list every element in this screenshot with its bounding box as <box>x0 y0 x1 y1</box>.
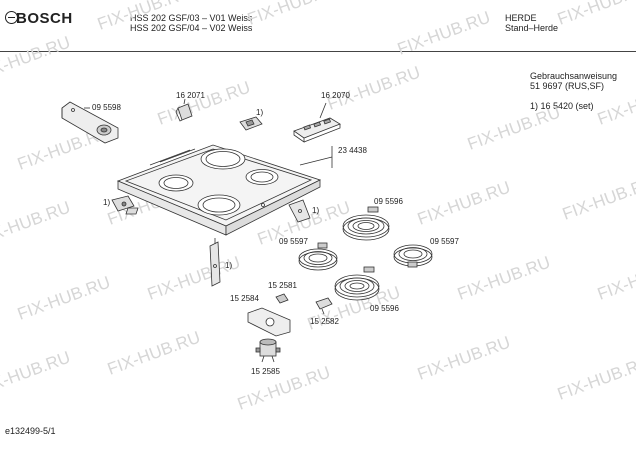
part-095597-hotplate-left <box>298 242 338 271</box>
model-line-2: HSS 202 GSF/04 – V02 Weiss <box>130 23 253 33</box>
part-clip-top <box>239 116 263 131</box>
part-095596-hotplate-top <box>342 206 390 241</box>
cooktop-frame <box>116 144 322 236</box>
part-095596-hotplate-bottom <box>334 266 380 301</box>
label-152582: 15 2582 <box>310 317 339 326</box>
brand-name: BOSCH <box>16 10 73 27</box>
label-152581: 15 2581 <box>268 281 297 290</box>
label-note-clip-left: 1) <box>103 198 111 207</box>
label-095596-bottom: 09 5596 <box>370 304 399 313</box>
part-162071-clip <box>175 98 193 122</box>
part-095598-bracket <box>61 101 119 144</box>
part-bracket-right <box>288 199 311 223</box>
manual-label: Gebrauchsanweisung <box>530 71 618 81</box>
model-line-1: HSS 202 GSF/03 – V01 Weiss <box>130 13 253 23</box>
part-152581-plug <box>275 293 289 304</box>
label-095596-top: 09 5596 <box>374 197 403 206</box>
part-152585-switch <box>255 338 281 363</box>
label-note-bracket-right: 1) <box>312 206 320 215</box>
label-095597-left: 09 5597 <box>279 237 308 246</box>
part-152582-terminal <box>315 297 333 315</box>
part-162070-control-strip <box>293 102 341 143</box>
label-152584: 15 2584 <box>230 294 259 303</box>
label-162071: 16 2071 <box>176 91 205 100</box>
category-label: HERDE <box>505 13 537 23</box>
label-234438: 23 4438 <box>338 146 367 155</box>
part-095597-hotplate-right <box>393 244 433 268</box>
label-095597-right: 09 5597 <box>430 237 459 246</box>
leader-234438-to-frame <box>299 156 333 166</box>
set-note: 1) 16 5420 (set) <box>530 101 594 111</box>
document-id: e132499-5/1 <box>5 426 56 436</box>
bosch-logo-icon <box>5 11 18 24</box>
header-divider <box>0 51 636 52</box>
subcategory-label: Stand–Herde <box>505 23 559 33</box>
label-note-bracket-lower: 1) <box>225 261 233 270</box>
part-152584-plate <box>247 307 291 337</box>
label-note-clip-top: 1) <box>256 108 264 117</box>
part-bracket-lower <box>209 238 221 287</box>
manual-number: 51 9697 (RUS,SF) <box>530 81 605 91</box>
part-clip-left <box>111 195 139 215</box>
label-095598: 09 5598 <box>92 103 121 112</box>
label-152585: 15 2585 <box>251 367 280 376</box>
cooktop-hotplate-zones <box>158 148 279 216</box>
label-162070: 16 2070 <box>321 91 350 100</box>
